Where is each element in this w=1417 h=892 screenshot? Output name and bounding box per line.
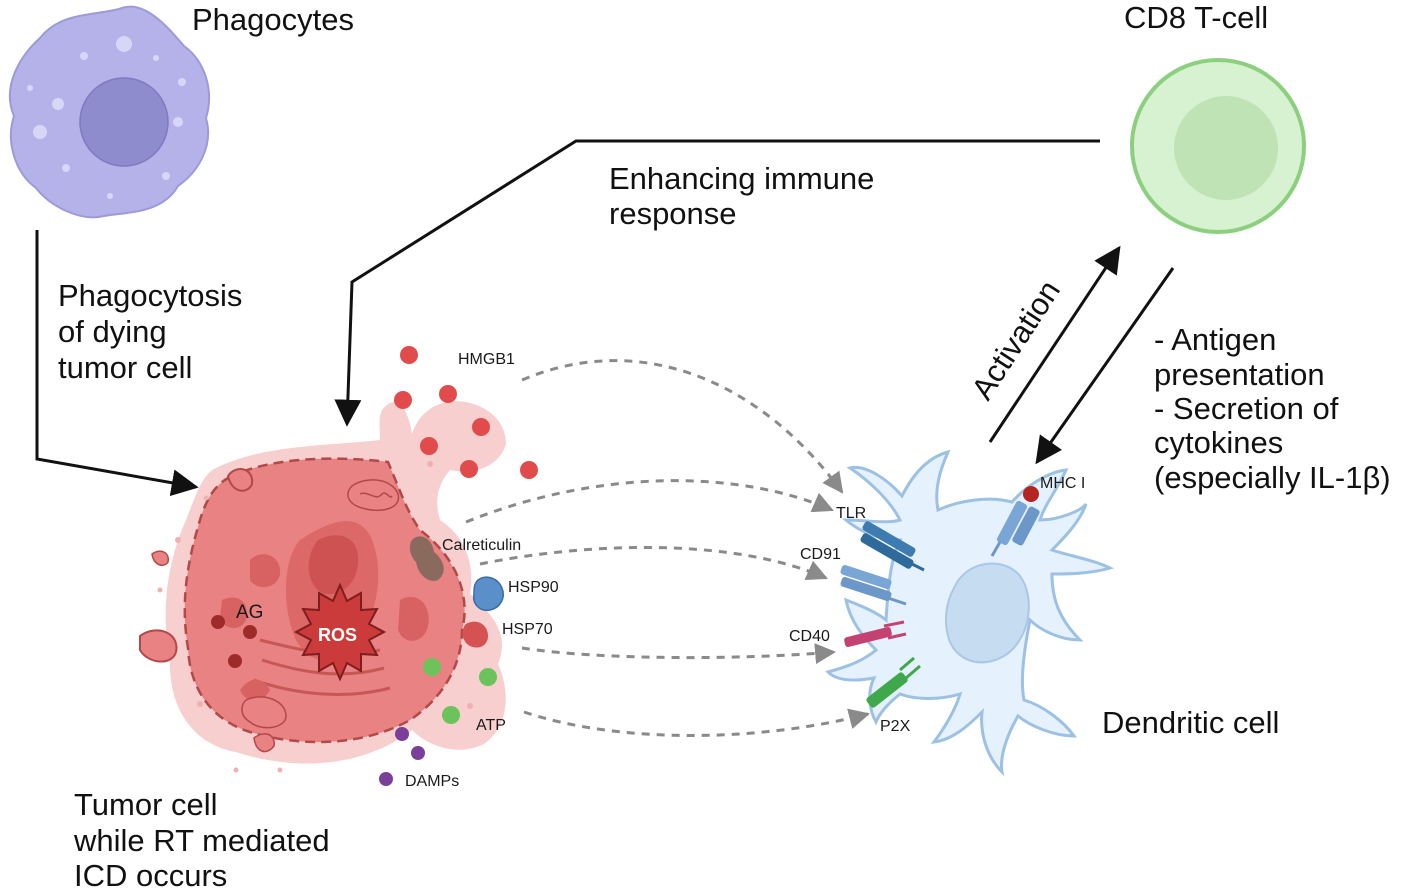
- dendritic-cell-label: Dendritic cell: [1102, 705, 1279, 740]
- cd40-receptor-icon: [844, 620, 907, 648]
- tumor-label-line-2: while RT mediated: [73, 823, 330, 858]
- arrow-phagocytosis: [35, 230, 199, 497]
- antigen-line-4: cytokines: [1154, 425, 1283, 460]
- atp-particles: [423, 658, 497, 724]
- phagocytosis-line-3: tumor cell: [58, 350, 192, 385]
- p2x-label: P2X: [880, 718, 911, 735]
- phagocytosis-line-1: Phagocytosis: [58, 278, 242, 313]
- enhancing-response-line-1: Enhancing immune: [609, 161, 874, 196]
- hsp70-label: HSP70: [502, 621, 553, 638]
- dendritic-cell: [825, 449, 1115, 777]
- phagocyte-cell: [8, 5, 210, 219]
- damps-label: DAMPs: [405, 773, 459, 790]
- calreticulin-label: Calreticulin: [442, 537, 521, 554]
- hmgb1-label: HMGB1: [458, 351, 515, 368]
- arrow-antigen-presentation: [1035, 267, 1175, 465]
- arrow-enhancing-immune-response: [334, 139, 1100, 427]
- cd8-t-cell: [1130, 58, 1306, 234]
- phagocytosis-line-2: of dying: [58, 314, 167, 349]
- atp-label: ATP: [476, 717, 506, 734]
- hsp70-icon: [462, 621, 488, 648]
- p2x-receptor-icon: [866, 656, 921, 708]
- tumor-label-line-1: Tumor cell: [74, 787, 218, 822]
- antigen-line-2: presentation: [1154, 357, 1325, 392]
- ag-label: AG: [236, 602, 263, 623]
- cd91-receptor-icon: [840, 564, 907, 606]
- cd8-t-cell-label: CD8 T-cell: [1124, 0, 1268, 35]
- hmgb1-particles: [394, 346, 538, 479]
- activation-label: Activation: [965, 274, 1068, 406]
- antigen-line-5: (especially IL-1β): [1154, 460, 1391, 495]
- ros-burst-icon: [293, 582, 387, 682]
- antigen-line-1: - Antigen: [1154, 322, 1276, 357]
- tlr-label: TLR: [836, 505, 866, 522]
- antigen-line-3: - Secretion of: [1154, 391, 1339, 426]
- ros-label: ROS: [318, 625, 357, 645]
- cd91-label: CD91: [800, 546, 841, 563]
- calreticulin-icon: [409, 536, 444, 581]
- tumor-label-line-3: ICD occurs: [74, 858, 227, 892]
- tlr-receptor-icon: [860, 521, 925, 572]
- arrow-activation: [988, 245, 1121, 443]
- hsp90-label: HSP90: [508, 579, 559, 596]
- signal-arrows: [465, 359, 871, 737]
- hsp90-icon: [472, 576, 504, 612]
- mhc-i-label: MHC I: [1040, 475, 1085, 492]
- enhancing-response-line-2: response: [609, 196, 737, 231]
- phagocytes-label: Phagocytes: [192, 2, 354, 37]
- damps-particles: [379, 727, 425, 786]
- cd40-label: CD40: [789, 628, 830, 645]
- tumor-cell: [139, 401, 507, 773]
- mhc-i-receptor-icon: [990, 486, 1040, 557]
